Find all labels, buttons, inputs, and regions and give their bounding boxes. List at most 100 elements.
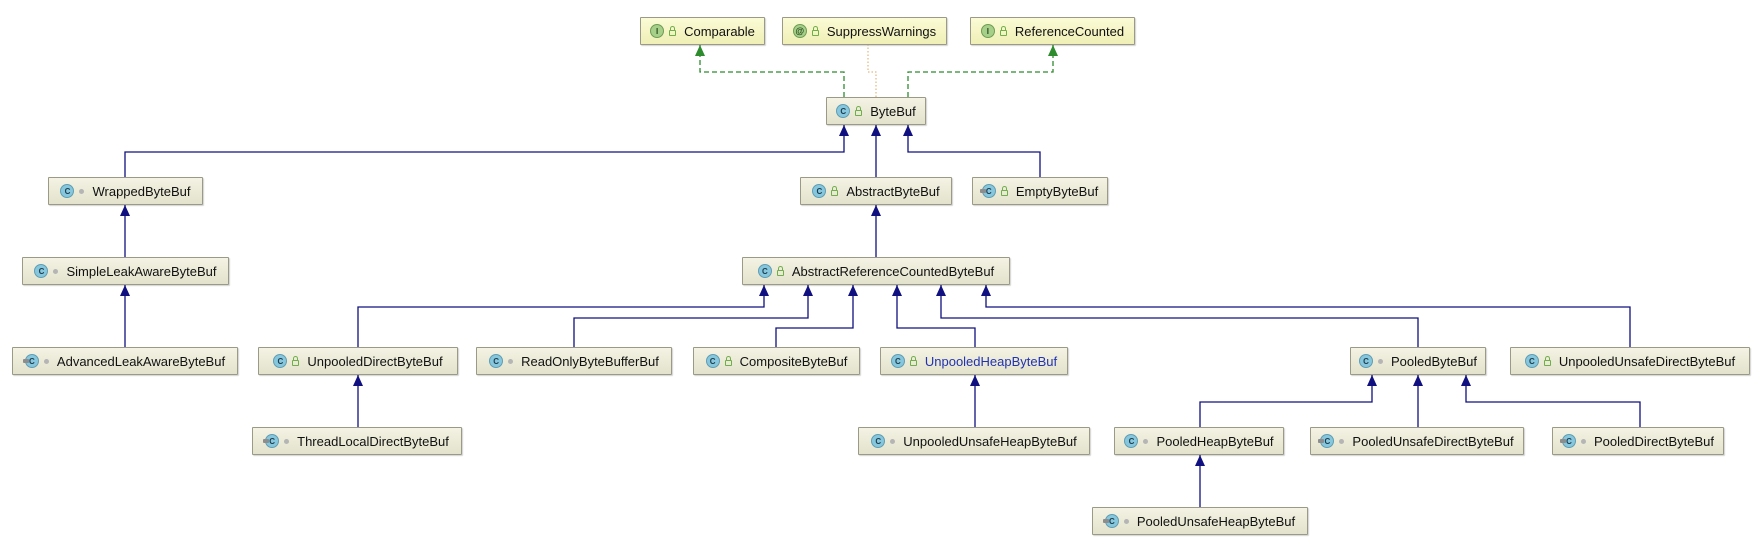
node-unpooledunsafeheapbytebuf[interactable]: C UnpooledUnsafeHeapByteBuf xyxy=(858,427,1090,455)
node-pooledbytebuf[interactable]: C PooledByteBuf xyxy=(1350,347,1486,375)
node-label: PooledUnsafeHeapByteBuf xyxy=(1136,513,1296,529)
edge-unpooledheapbytebuf-to-abstractreferencecountedbytebuf xyxy=(892,285,976,347)
node-abstractbytebuf[interactable]: C AbstractByteBuf xyxy=(800,177,952,205)
node-label: PooledDirectByteBuf xyxy=(1594,433,1714,449)
node-pooledunsafedirectbytebuf[interactable]: C PooledUnsafeDirectByteBuf xyxy=(1310,427,1524,455)
edge-bytebuf-to-referencecounted xyxy=(907,45,1058,97)
node-abstractreferencecountedbytebuf[interactable]: C AbstractReferenceCountedByteBuf xyxy=(742,257,1010,285)
node-label: UnpooledUnsafeHeapByteBuf xyxy=(903,433,1077,449)
node-simpleleakawarebytebuf[interactable]: C SimpleLeakAwareByteBuf xyxy=(22,257,229,285)
node-pooleddirectbytebuf[interactable]: C PooledDirectByteBuf xyxy=(1552,427,1724,455)
node-unpooledheapbytebuf[interactable]: C UnpooledHeapByteBuf xyxy=(880,347,1068,375)
node-label: ReferenceCounted xyxy=(1014,23,1125,39)
node-wrappedbytebuf[interactable]: C WrappedByteBuf xyxy=(48,177,203,205)
node-pooledunsafeheapbytebuf[interactable]: C PooledUnsafeHeapByteBuf xyxy=(1092,507,1308,535)
class-icon: C xyxy=(1124,434,1139,448)
node-label: CompositeByteBuf xyxy=(739,353,848,369)
node-label: Comparable xyxy=(684,23,755,39)
final-class-icon: C xyxy=(263,434,280,448)
annotation-icon: @ xyxy=(792,24,807,38)
class-icon: C xyxy=(34,264,49,278)
edge-unpooledunsafedirectbytebuf-to-abstractreferencecountedbytebuf xyxy=(981,285,1631,347)
edge-emptybytebuf-to-bytebuf xyxy=(903,125,1041,177)
final-class-icon: C xyxy=(1102,514,1119,528)
node-label: UnpooledDirectByteBuf xyxy=(307,353,443,369)
class-icon: C xyxy=(1524,354,1539,368)
class-icon: C xyxy=(489,354,504,368)
final-class-icon: C xyxy=(22,354,39,368)
node-label: AbstractByteBuf xyxy=(846,183,940,199)
node-label: ByteBuf xyxy=(870,103,916,119)
public-visibility-icon xyxy=(855,105,863,116)
package-visibility-icon xyxy=(284,438,290,444)
package-visibility-icon xyxy=(43,358,49,364)
node-pooledheapbytebuf[interactable]: C PooledHeapByteBuf xyxy=(1114,427,1284,455)
public-visibility-icon xyxy=(811,25,819,36)
class-icon: C xyxy=(60,184,75,198)
node-label: WrappedByteBuf xyxy=(92,183,191,199)
public-visibility-icon xyxy=(1543,355,1551,366)
package-visibility-icon xyxy=(1581,438,1587,444)
edge-pooleddirectbytebuf-to-pooledbytebuf xyxy=(1461,375,1641,427)
node-label: EmptyByteBuf xyxy=(1015,183,1099,199)
node-readonlybytebufferbuf[interactable]: C ReadOnlyByteBufferBuf xyxy=(476,347,672,375)
package-visibility-icon xyxy=(1339,438,1345,444)
final-class-icon: C xyxy=(1318,434,1335,448)
public-visibility-icon xyxy=(724,355,732,366)
node-threadlocaldirectbytebuf[interactable]: C ThreadLocalDirectByteBuf xyxy=(252,427,462,455)
abstract-class-icon: C xyxy=(1358,354,1373,368)
abstract-class-icon: C xyxy=(812,184,827,198)
node-label: ReadOnlyByteBufferBuf xyxy=(521,353,659,369)
node-label: PooledByteBuf xyxy=(1390,353,1477,369)
final-class-icon: C xyxy=(979,184,996,198)
final-class-icon: C xyxy=(1560,434,1577,448)
class-icon: C xyxy=(705,354,720,368)
edge-bytebuf-to-comparable xyxy=(695,45,845,97)
node-label: PooledHeapByteBuf xyxy=(1156,433,1274,449)
node-label: UnpooledHeapByteBuf xyxy=(924,353,1058,369)
edge-pooledbytebuf-to-abstractreferencecountedbytebuf xyxy=(936,285,1419,347)
public-visibility-icon xyxy=(292,355,300,366)
class-icon: C xyxy=(890,354,905,368)
edge-readonlybytebufferbuf-to-abstractreferencecountedbytebuf xyxy=(573,285,813,347)
public-visibility-icon xyxy=(999,25,1007,36)
abstract-class-icon: C xyxy=(836,104,851,118)
node-label: SuppressWarnings xyxy=(826,23,937,39)
public-visibility-icon xyxy=(909,355,917,366)
edge-bytebuf-to-suppresswarnings xyxy=(867,45,877,97)
node-label: AbstractReferenceCountedByteBuf xyxy=(791,263,995,279)
node-bytebuf[interactable]: C ByteBuf xyxy=(826,97,926,125)
package-visibility-icon xyxy=(890,438,896,444)
package-visibility-icon xyxy=(1377,358,1383,364)
node-label: AdvancedLeakAwareByteBuf xyxy=(56,353,226,369)
edge-pooledheapbytebuf-to-pooledbytebuf xyxy=(1199,375,1377,427)
node-advancedleakawarebytebuf[interactable]: C AdvancedLeakAwareByteBuf xyxy=(12,347,238,375)
node-label: SimpleLeakAwareByteBuf xyxy=(66,263,217,279)
public-visibility-icon xyxy=(669,25,677,36)
abstract-class-icon: C xyxy=(757,264,772,278)
edge-wrappedbytebuf-to-bytebuf xyxy=(124,125,849,177)
package-visibility-icon xyxy=(508,358,514,364)
node-referencecounted[interactable]: I ReferenceCounted xyxy=(970,17,1135,45)
interface-icon: I xyxy=(980,24,995,38)
package-visibility-icon xyxy=(79,188,85,194)
node-comparable[interactable]: I Comparable xyxy=(640,17,765,45)
node-label: ThreadLocalDirectByteBuf xyxy=(297,433,449,449)
package-visibility-icon xyxy=(53,268,59,274)
node-label: PooledUnsafeDirectByteBuf xyxy=(1352,433,1514,449)
node-unpooledunsafedirectbytebuf[interactable]: C UnpooledUnsafeDirectByteBuf xyxy=(1510,347,1750,375)
edge-unpooleddirectbytebuf-to-abstractreferencecountedbytebuf xyxy=(357,285,769,347)
interface-icon: I xyxy=(650,24,665,38)
node-compositebytebuf[interactable]: C CompositeByteBuf xyxy=(693,347,860,375)
node-emptybytebuf[interactable]: C EmptyByteBuf xyxy=(972,177,1108,205)
public-visibility-icon xyxy=(776,265,784,276)
package-visibility-icon xyxy=(1123,518,1129,524)
node-suppresswarnings[interactable]: @ SuppressWarnings xyxy=(782,17,947,45)
public-visibility-icon xyxy=(1000,185,1008,196)
class-icon: C xyxy=(871,434,886,448)
edge-compositebytebuf-to-abstractreferencecountedbytebuf xyxy=(775,285,858,347)
node-label: UnpooledUnsafeDirectByteBuf xyxy=(1558,353,1736,369)
